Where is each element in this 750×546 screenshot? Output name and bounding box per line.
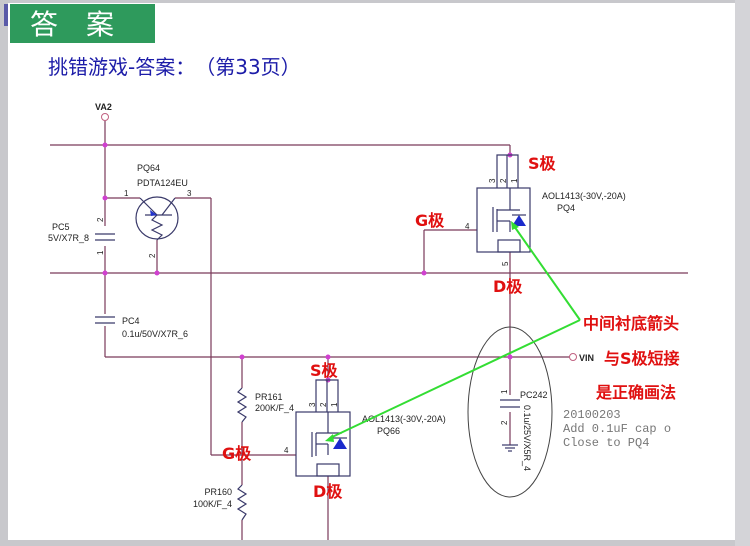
pq66-ref: PQ66 bbox=[377, 426, 400, 436]
arrowhead-icon bbox=[511, 221, 519, 230]
pr161-ref: PR161 bbox=[255, 392, 283, 402]
pq4-g-pole-label: G极 bbox=[415, 211, 445, 230]
pin-label: 2 bbox=[500, 420, 509, 425]
pin-label: 1 bbox=[124, 189, 129, 198]
arrow-to-pq66 bbox=[329, 319, 581, 439]
pc5-ref: PC5 bbox=[52, 222, 70, 232]
pin-label: 5 bbox=[501, 261, 510, 266]
pin-label: 2 bbox=[319, 402, 328, 407]
note-line-3: Close to PQ4 bbox=[563, 436, 649, 450]
pq64-ref: PQ64 bbox=[137, 163, 160, 173]
transistor-pq64: PQ64 PDTA124EU 1 2 3 bbox=[124, 163, 192, 258]
slide-marker bbox=[4, 4, 8, 26]
note-line-1: 20100203 bbox=[563, 408, 621, 422]
pc5-value: 5V/X7R_8 bbox=[48, 233, 89, 243]
pin-label: 4 bbox=[465, 222, 470, 231]
pin-label: 2 bbox=[96, 217, 105, 222]
pin-label: 1 bbox=[510, 178, 519, 183]
pin-label: 1 bbox=[500, 389, 509, 394]
arrow-to-pq4 bbox=[513, 225, 581, 321]
pointer-arrows bbox=[325, 221, 581, 442]
capacitor-pc5: PC5 5V/X7R_8 2 1 bbox=[48, 217, 115, 255]
pin-label: 4 bbox=[284, 446, 289, 455]
pq4-part: AOL1413(-30V,-20A) bbox=[542, 191, 626, 201]
pc242-ref: PC242 bbox=[520, 390, 548, 400]
resistor-pr160: PR160 100K/F_4 bbox=[193, 484, 248, 521]
capacitor-pc4: PC4 0.1u/50V/X7R_6 bbox=[95, 314, 188, 339]
highlight-ellipse bbox=[467, 326, 553, 498]
pc4-value: 0.1u/50V/X7R_6 bbox=[122, 329, 188, 339]
explain-line-2: 与S极短接 bbox=[604, 349, 680, 368]
vin-label: VIN bbox=[579, 353, 594, 363]
resistor-pr161: PR161 200K/F_4 bbox=[236, 387, 294, 423]
arrowhead-icon bbox=[325, 434, 334, 442]
pq4-s-pole-label: S极 bbox=[528, 154, 557, 173]
pq66-g-pole-label: G极 bbox=[222, 444, 252, 463]
pin-label: 1 bbox=[96, 250, 105, 255]
pin-label: 2 bbox=[148, 253, 157, 258]
subtitle: 挑错游戏-答案： （第33页） bbox=[48, 55, 301, 79]
pq66-d-pole-label: D极 bbox=[313, 482, 343, 501]
pq66-part: AOL1413(-30V,-20A) bbox=[362, 414, 446, 424]
explain-line-1: 中间衬底箭头 bbox=[583, 314, 679, 333]
pq4-d-pole-label: D极 bbox=[493, 277, 523, 296]
explain-line-3: 是正确画法 bbox=[595, 383, 676, 402]
pr161-value: 200K/F_4 bbox=[255, 403, 294, 413]
header-box bbox=[10, 4, 155, 43]
va2-label: VA2 bbox=[95, 102, 112, 112]
pc4-ref: PC4 bbox=[122, 316, 140, 326]
pin-label: 1 bbox=[330, 402, 339, 407]
mosfet-pq66: AOL1413(-30V,-20A) PQ66 3 2 1 4 bbox=[284, 379, 446, 477]
scrollbar[interactable] bbox=[735, 0, 750, 546]
pin-label: 3 bbox=[308, 402, 317, 407]
note-line-2: Add 0.1uF cap o bbox=[563, 422, 671, 436]
pq4-ref: PQ4 bbox=[557, 203, 575, 213]
pin-label: 2 bbox=[499, 178, 508, 183]
va2-terminal-icon bbox=[101, 113, 109, 121]
pr160-value: 100K/F_4 bbox=[193, 499, 232, 509]
pin-label: 3 bbox=[187, 189, 192, 198]
header-title: 答 案 bbox=[30, 8, 114, 41]
slide-area bbox=[8, 3, 735, 540]
mosfet-pq4: AOL1413(-30V,-20A) PQ4 3 2 1 4 5 bbox=[465, 154, 626, 266]
pq66-s-pole-label: S极 bbox=[310, 361, 339, 380]
pq64-part: PDTA124EU bbox=[137, 178, 188, 188]
vin-terminal-icon bbox=[569, 353, 577, 361]
pc242-value: 0.1u/25V/X5R_4 bbox=[522, 405, 532, 471]
wires bbox=[50, 121, 688, 540]
pin-label: 3 bbox=[488, 178, 497, 183]
capacitor-pc242: PC242 0.1u/25V/X5R_4 1 2 bbox=[500, 389, 548, 471]
pr160-ref: PR160 bbox=[204, 487, 232, 497]
